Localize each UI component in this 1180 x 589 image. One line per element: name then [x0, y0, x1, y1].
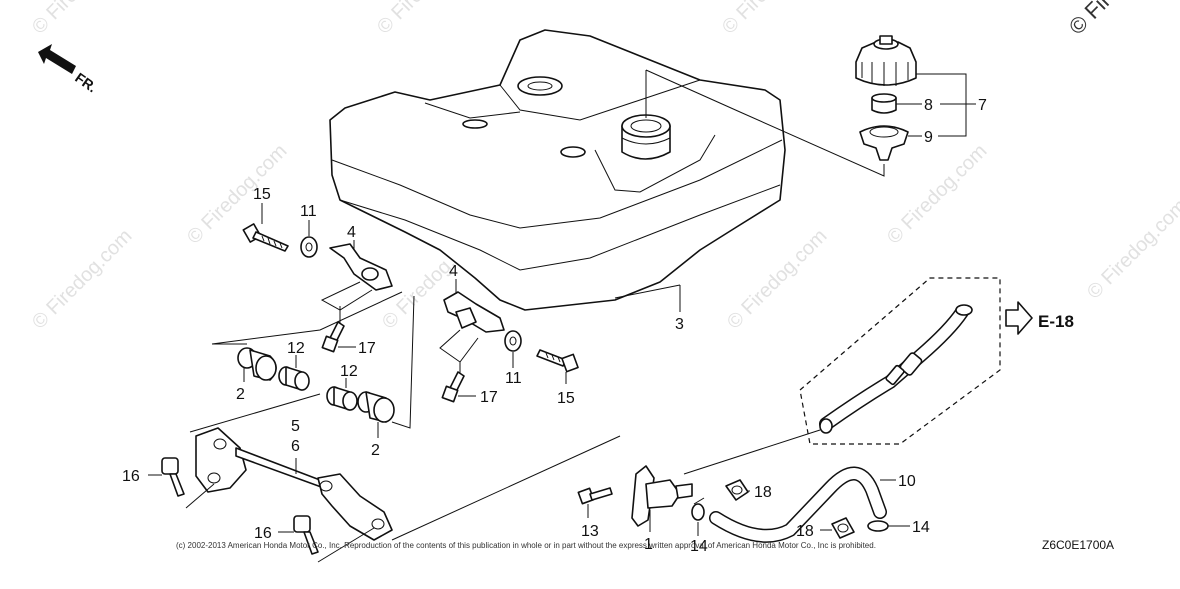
bolt-15-center: [536, 349, 579, 373]
front-direction-indicator: FR.: [38, 44, 100, 95]
tank-stay: [195, 427, 393, 541]
bolt-17-center: [441, 371, 465, 403]
clip-14-small: [691, 497, 705, 521]
callout-12-left: 12: [287, 340, 305, 357]
callout-4-center: 4: [449, 263, 458, 280]
callout-11-left: 11: [300, 203, 317, 220]
bracket-4-left: [329, 243, 393, 291]
watermark: © Firedog.com: [718, 0, 827, 39]
callout-16-lower: 16: [254, 525, 272, 542]
callout-17-center: 17: [480, 389, 498, 406]
washer-11-center: [504, 330, 522, 352]
callout-8: 8: [924, 97, 933, 114]
callout-15-center: 15: [557, 390, 575, 407]
callout-12-center: 12: [340, 363, 358, 380]
clip-14-right: [867, 520, 889, 532]
collar-12-left: [278, 366, 310, 391]
callout-14-left: 14: [690, 538, 708, 555]
watermark: © Firedog.com: [723, 225, 832, 334]
fuel-cock: [631, 465, 693, 527]
watermark: © Firedog.com: [183, 140, 292, 249]
fuel-cap-assembly: [855, 35, 917, 161]
copyright-notice: (c) 2002-2013 American Honda Motor Co., …: [176, 541, 876, 550]
watermark: © Firedog.com: [883, 140, 992, 249]
bolt-13: [577, 487, 613, 505]
bracket-4-center: [443, 291, 505, 333]
callout-3: 3: [675, 316, 684, 333]
front-label: FR.: [72, 69, 100, 95]
fuel-hose-10: [709, 466, 887, 543]
callout-11-center: 11: [505, 370, 522, 387]
callout-4-left: 4: [347, 224, 356, 241]
callout-17-left: 17: [358, 340, 376, 357]
callout-5: 5: [291, 418, 300, 435]
callout-1: 1: [644, 536, 653, 553]
callout-6: 6: [291, 438, 300, 455]
watermark: © Firedog.com: [373, 0, 482, 39]
callout-18-upper: 18: [754, 484, 772, 501]
callout-2-center: 2: [371, 442, 380, 459]
fuel-tank: [329, 29, 786, 311]
bolt-16-upper: [161, 457, 185, 497]
reference-arrow-icon: [1005, 301, 1033, 335]
callout-10: 10: [898, 473, 916, 490]
grommet-2-left: [237, 347, 277, 381]
washer-11-left: [300, 236, 318, 258]
callout-2-left: 2: [236, 386, 245, 403]
reference-label: E-18: [1038, 312, 1074, 331]
collar-12-center: [326, 386, 358, 411]
callout-15-left: 15: [253, 186, 271, 203]
callout-13: 13: [581, 523, 599, 540]
clip-18-upper: [725, 479, 749, 501]
front-arrow-icon: [38, 44, 76, 74]
diagram-code: Z6C0E1700A: [1042, 538, 1114, 552]
corner-watermark: © Fire: [1064, 0, 1124, 40]
bolt-15-left: [242, 223, 289, 252]
bolt-17-left: [321, 321, 345, 353]
callout-18-lower: 18: [796, 523, 814, 540]
clip-18-lower: [831, 517, 855, 539]
grommet-2-center: [357, 391, 395, 423]
callout-16-upper: 16: [122, 468, 140, 485]
reference-box: [799, 277, 1001, 445]
watermark: © Firedog.com: [1083, 195, 1180, 304]
callout-9: 9: [924, 129, 933, 146]
bolt-16-lower: [293, 515, 319, 555]
watermark: © Firedog.com: [28, 225, 137, 334]
callout-14-right: 14: [912, 519, 930, 536]
callout-7: 7: [978, 97, 987, 114]
watermark: © Firedog.com: [28, 0, 137, 39]
